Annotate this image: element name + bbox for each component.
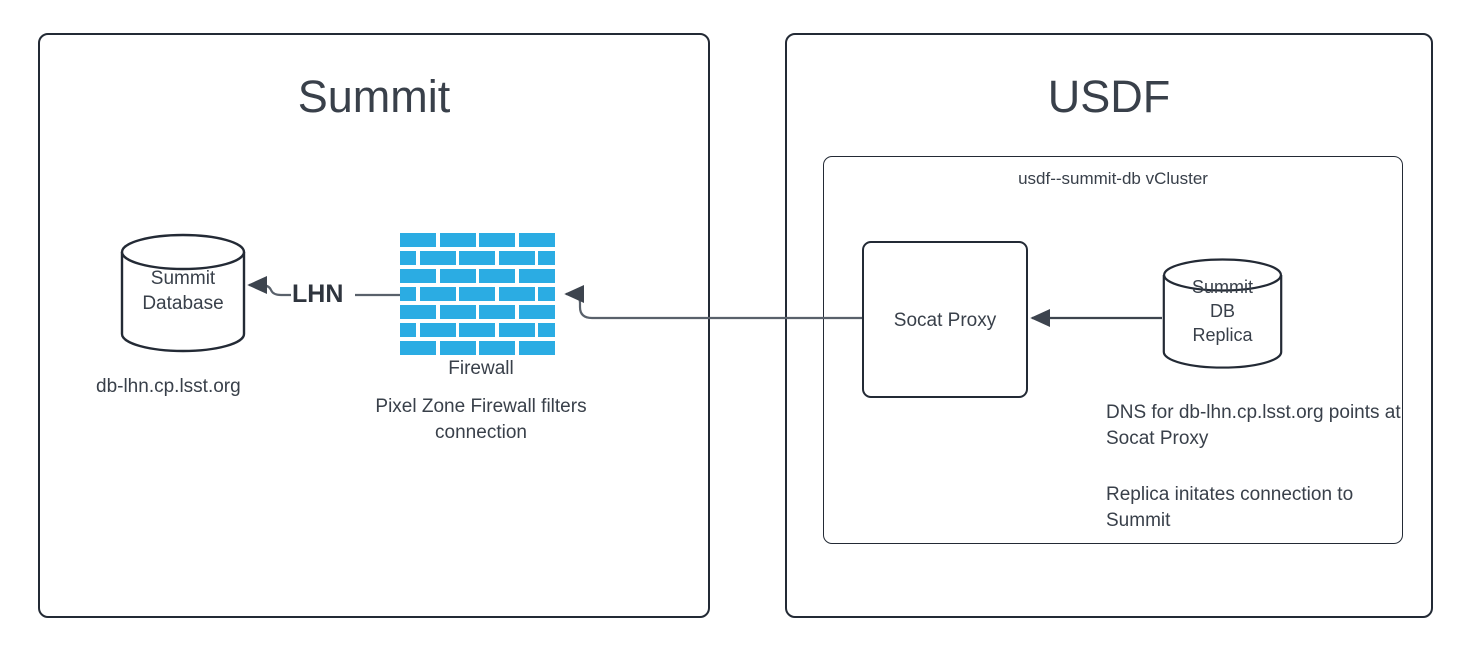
socat-proxy-label: Socat Proxy bbox=[893, 310, 997, 331]
firewall-brick bbox=[419, 323, 456, 337]
firewall-brick bbox=[518, 341, 555, 355]
firewall-brick bbox=[400, 287, 417, 301]
firewall-brick bbox=[439, 269, 476, 283]
vcluster-title: usdf--summit-db vCluster bbox=[1018, 169, 1208, 188]
firewall-brick bbox=[518, 305, 555, 319]
firewall-brick-row bbox=[400, 269, 562, 287]
firewall-brick bbox=[439, 305, 476, 319]
firewall-brick bbox=[538, 287, 555, 301]
firewall-brick-row bbox=[400, 341, 562, 359]
firewall-brick bbox=[498, 323, 535, 337]
firewall-brick bbox=[479, 341, 515, 355]
firewall-brick bbox=[479, 305, 515, 319]
firewall-brick bbox=[419, 251, 456, 265]
firewall-brick bbox=[479, 269, 515, 283]
firewall-brick bbox=[538, 323, 555, 337]
firewall-brick-row bbox=[400, 305, 562, 323]
usdf-panel-title: USDF bbox=[1047, 71, 1171, 122]
summit-db-replica-node[interactable]: Summit DB Replica bbox=[1162, 258, 1283, 369]
firewall-brick bbox=[518, 233, 555, 247]
firewall-brick-row bbox=[400, 251, 562, 269]
firewall-label: Firewall bbox=[448, 358, 514, 379]
firewall-caption: Pixel Zone Firewall filters connection bbox=[375, 396, 587, 443]
firewall-brick bbox=[459, 287, 496, 301]
firewall-brick-row bbox=[400, 233, 562, 251]
firewall-brick bbox=[400, 305, 436, 319]
socat-proxy-node[interactable]: Socat Proxy bbox=[862, 241, 1028, 398]
firewall-brick bbox=[400, 323, 417, 337]
firewall-brick bbox=[400, 269, 436, 283]
summit-database-hostname: db-lhn.cp.lsst.org bbox=[96, 376, 241, 397]
firewall-brick-row bbox=[400, 287, 562, 305]
lhn-connection-label: LHN bbox=[292, 280, 344, 308]
replica-note: Replica initates connection to Summit bbox=[1106, 484, 1354, 531]
firewall-brick bbox=[459, 323, 496, 337]
firewall-brick bbox=[518, 269, 555, 283]
dns-note: DNS for db-lhn.cp.lsst.org points at Soc… bbox=[1106, 402, 1401, 449]
firewall-brick bbox=[400, 341, 436, 355]
firewall-brick bbox=[439, 341, 476, 355]
firewall-brick bbox=[498, 287, 535, 301]
firewall-brick-row bbox=[400, 323, 562, 341]
firewall-brick bbox=[498, 251, 535, 265]
firewall-brick bbox=[439, 233, 476, 247]
firewall-node[interactable] bbox=[400, 233, 562, 359]
firewall-brick bbox=[400, 233, 436, 247]
summit-database-label: Summit Database bbox=[142, 268, 224, 314]
summit-panel-title: Summit bbox=[297, 71, 451, 122]
firewall-brick bbox=[419, 287, 456, 301]
database-cylinder-icon bbox=[1162, 258, 1283, 369]
firewall-brick bbox=[400, 251, 417, 265]
firewall-brick bbox=[459, 251, 496, 265]
summit-db-replica-label: Summit DB Replica bbox=[1191, 277, 1253, 345]
firewall-brick bbox=[538, 251, 555, 265]
firewall-brick bbox=[479, 233, 515, 247]
summit-database-node[interactable]: Summit Database bbox=[120, 233, 246, 353]
database-cylinder-icon bbox=[120, 233, 246, 353]
